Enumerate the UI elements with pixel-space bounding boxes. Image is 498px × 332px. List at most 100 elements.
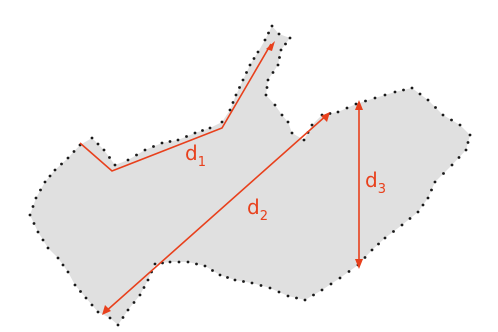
boundary-dot (458, 123, 462, 127)
boundary-dot (441, 113, 445, 117)
boundary-dot (143, 148, 147, 152)
boundary-dot (354, 102, 358, 106)
boundary-dot (277, 290, 281, 294)
boundary-dot (211, 269, 214, 272)
boundary-dot (271, 71, 275, 74)
boundary-dot (90, 303, 94, 307)
boundary-dot (383, 236, 387, 240)
boundary-dot (410, 86, 414, 90)
boundary-dot (421, 203, 425, 207)
boundary-dot (252, 57, 256, 60)
boundary-dot (73, 283, 77, 287)
boundary-dot (28, 213, 32, 217)
boundary-dot (273, 103, 277, 107)
boundary-dot (466, 141, 470, 144)
boundary-dot (203, 264, 207, 268)
boundary-dot (430, 188, 433, 192)
boundary-dot (338, 276, 342, 280)
boundary-dot (242, 280, 245, 283)
d2-line (103, 113, 329, 314)
boundary-dot (102, 148, 106, 152)
boundary-dot (56, 256, 60, 260)
boundary-dot (186, 260, 190, 264)
boundary-dot (264, 93, 268, 97)
d1-label: d1 (185, 141, 206, 170)
boundary-dot (277, 32, 281, 36)
boundary-dot (234, 93, 238, 97)
boundary-dot (286, 294, 290, 298)
measure-d2: d2 (102, 112, 330, 315)
boundary-dot (116, 323, 120, 327)
boundary-dot (96, 310, 100, 314)
boundary-dot (310, 123, 314, 127)
d3-label: d3 (365, 168, 386, 197)
boundary-dot (43, 180, 47, 184)
boundary-dot (364, 99, 367, 103)
boundary-dot (108, 156, 111, 159)
boundary-dot (53, 168, 57, 172)
boundary-dot (238, 86, 241, 89)
boundary-dot (267, 31, 270, 35)
boundary-dot (279, 48, 283, 52)
boundary-dot (288, 36, 292, 40)
boundary-dot (135, 153, 138, 157)
boundary-dot (248, 63, 252, 67)
boundary-dot (302, 138, 306, 142)
boundary-dot (416, 210, 420, 214)
boundary-dot (433, 180, 437, 184)
boundary-dot (84, 296, 88, 300)
boundary-dot (208, 126, 212, 130)
boundary-dot (46, 246, 50, 250)
boundary-dot (468, 133, 472, 137)
boundary-dot (464, 148, 468, 152)
boundary-dot (231, 101, 235, 104)
boundary-dot (61, 263, 65, 267)
boundary-dot (276, 63, 280, 67)
boundary-dot (121, 316, 125, 319)
boundary-dot (263, 38, 267, 42)
boundary-dot (152, 145, 155, 148)
boundary-dot (265, 86, 269, 89)
boundary-dot (31, 205, 35, 208)
boundary-dot (36, 230, 40, 234)
measure-d3: d3 (355, 100, 386, 269)
boundary-dot (220, 120, 224, 124)
boundary-dot (256, 50, 260, 54)
boundary-dot (138, 293, 142, 297)
boundary-dot (66, 270, 70, 274)
d2-arrowhead-end (321, 112, 330, 122)
boundary-dot (259, 284, 263, 287)
boundary-dot (270, 24, 274, 28)
boundary-dot (241, 78, 245, 82)
boundary-dot (126, 308, 130, 312)
boundary-dot (132, 301, 136, 304)
boundary-dot (266, 78, 270, 82)
boundary-dot (146, 278, 150, 282)
boundary-dot (233, 278, 237, 282)
boundary-dot (185, 135, 188, 138)
boundary-dot (278, 56, 281, 59)
boundary-dot (176, 138, 180, 142)
boundary-dot (400, 223, 404, 227)
boundary-dot (268, 286, 272, 290)
d2-arrowhead-start (102, 305, 111, 315)
boundary-dot (345, 106, 349, 110)
boundary-dot (126, 158, 130, 162)
boundary-dot (79, 290, 82, 293)
boundary-dot (320, 288, 324, 292)
boundary-dot (434, 106, 437, 109)
boundary-dot (108, 316, 112, 320)
boundary-dot (408, 217, 412, 220)
boundary-dot (72, 150, 76, 153)
d3-arrowhead-top (355, 100, 363, 110)
boundary-dot (168, 260, 172, 264)
boundary-dot (228, 108, 232, 112)
boundary-dot (96, 142, 100, 146)
d1-arrowhead (266, 41, 275, 51)
boundary-dot (218, 273, 222, 277)
boundary-dot (393, 90, 397, 94)
boundary-dot (201, 129, 204, 132)
boundary-dot (60, 162, 63, 166)
boundary-dot (377, 242, 380, 246)
